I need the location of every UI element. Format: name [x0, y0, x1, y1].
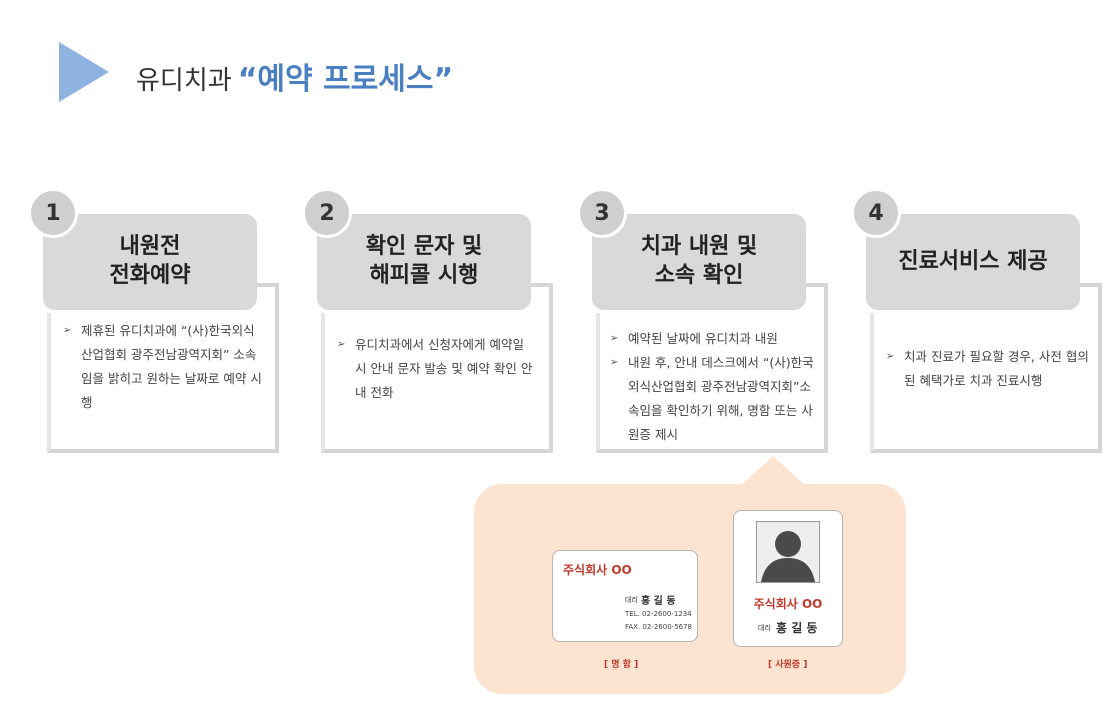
step-1-bullet-1: 제휴된 유디치과에 “(사)한국외식산업협회 광주전남광역지회” 소속임을 밝히…	[63, 319, 265, 415]
step-3-title-line-2: 소속 확인	[654, 263, 744, 288]
step-1-title-line-2: 전화예약	[109, 263, 191, 288]
step-2-body: 유디치과에서 신청자에게 예약일 시 안내 문자 발송 및 예약 확인 안내 전…	[321, 313, 553, 453]
step-4-body: 치과 진료가 필요할 경우, 사전 협의된 혜택가로 치과 진료시행	[870, 313, 1102, 453]
step-1-number: 1	[28, 188, 78, 238]
business-card-title: 대리	[625, 596, 638, 604]
title-prefix: 유디치과	[136, 66, 232, 96]
step-2-number: 2	[302, 188, 352, 238]
step-1-connector	[255, 283, 279, 313]
id-card-title: 대리	[758, 624, 771, 632]
step-4-bullet-1: 치과 진료가 필요할 경우, 사전 협의된 혜택가로 치과 진료시행	[886, 345, 1090, 393]
step-3-number: 3	[577, 188, 627, 238]
id-card-caption: [ 사원증 ]	[768, 660, 808, 670]
step-1-title-line-1: 내원전	[119, 234, 181, 260]
step-2-bullet-1: 유디치과에서 신청자에게 예약일 시 안내 문자 발송 및 예약 확인 안내 전…	[337, 333, 539, 405]
step-3-bullet-2: 내원 후, 안내 데스크에서 “(사)한국외식산업협회 광주전남광역지회”소속임…	[610, 351, 816, 447]
person-silhouette-icon	[756, 521, 820, 583]
step-1-body: 제휴된 유디치과에 “(사)한국외식산업협회 광주전남광역지회” 소속임을 밝히…	[47, 313, 279, 453]
step-4-number: 4	[851, 188, 901, 238]
business-card-caption: [ 명 함 ]	[604, 660, 639, 670]
business-card-tel: TEL. 02-2600-1234	[625, 610, 692, 618]
header-triangle-icon	[59, 42, 109, 102]
step-4-title-line-1: 진료서비스 제공	[898, 248, 1048, 274]
business-card-name: 홍 길 동	[641, 596, 676, 607]
title-accent: “예약 프로세스”	[237, 62, 454, 97]
callout-pointer	[740, 456, 806, 486]
id-card-name: 홍 길 동	[776, 621, 818, 635]
step-2-connector	[529, 283, 553, 313]
step-3-title-line-1: 치과 내원 및	[640, 234, 758, 260]
step-3-bullet-1: 예약된 날짜에 유디치과 내원	[610, 327, 816, 351]
step-2-title-line-2: 해피콜 시행	[369, 263, 479, 288]
business-card: 주식회사 OO 대리 홍 길 동 TEL. 02-2600-1234 FAX. …	[552, 550, 698, 642]
id-card-company: 주식회사 OO	[753, 597, 823, 611]
step-4-header: 진료서비스 제공	[866, 214, 1080, 310]
step-4-connector	[1078, 283, 1102, 313]
step-3-body: 예약된 날짜에 유디치과 내원 내원 후, 안내 데스크에서 “(사)한국외식산…	[596, 313, 828, 453]
business-card-fax: FAX. 02-2600-5678	[625, 623, 693, 631]
step-2-title-line-1: 확인 문자 및	[365, 234, 483, 260]
business-card-company: 주식회사 OO	[563, 563, 632, 577]
employee-id-card: 주식회사 OO 대리 홍 길 동	[733, 510, 843, 647]
step-3-connector	[804, 283, 828, 313]
page-title: 유디치과“예약 프로세스”	[136, 54, 453, 98]
